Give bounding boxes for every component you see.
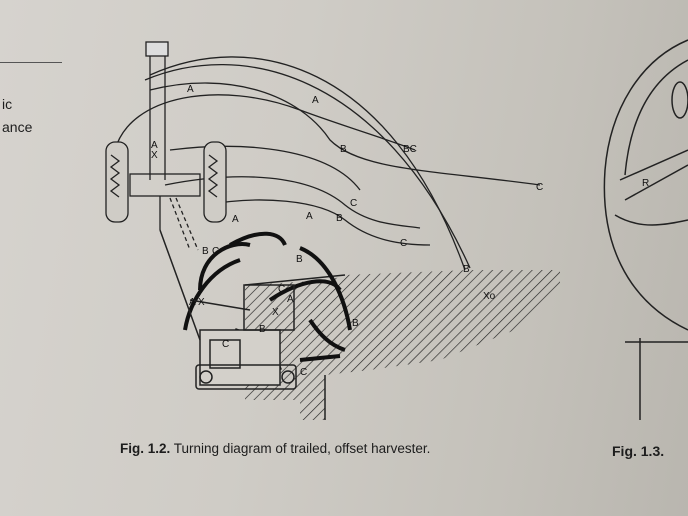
label-c-4: C: [212, 246, 219, 257]
label-b-4: B: [463, 264, 470, 275]
left-divider-line: [0, 62, 62, 63]
figure-label: Fig. 1.2.: [120, 441, 171, 456]
label-b-1: B: [340, 144, 347, 155]
figure-1-3-fragment: [603, 39, 688, 420]
label-r: R: [642, 178, 649, 189]
label-c-1: C: [350, 198, 357, 209]
label-a-5: A: [306, 211, 313, 222]
label-bc: BC: [403, 144, 417, 155]
label-c-6: C: [222, 339, 229, 350]
label-c-2: C: [536, 182, 543, 193]
label-a-4: A: [232, 214, 239, 225]
label-c-7: C: [300, 367, 307, 378]
label-x-2: X: [272, 307, 279, 318]
turning-arcs: [114, 56, 541, 271]
label-c-3: C: [400, 238, 407, 249]
label-x-1: X: [151, 150, 158, 161]
label-a-1: A: [187, 84, 194, 95]
harvester-path: [183, 231, 352, 371]
label-a-7: A: [189, 297, 196, 308]
label-b-2: B: [336, 213, 343, 224]
label-xo: Xo: [483, 291, 496, 302]
label-a-3: A: [151, 140, 158, 151]
label-x-3: X: [198, 297, 205, 308]
figure-caption: Fig. 1.2. Turning diagram of trailed, of…: [120, 441, 430, 456]
label-b-6: B: [259, 324, 266, 335]
tractor-top: [105, 41, 227, 251]
left-margin-text-2: ance: [2, 119, 33, 135]
label-c-5: C: [278, 284, 285, 295]
hatched-ground: [245, 270, 560, 420]
label-a-6: A: [287, 294, 294, 305]
label-b-7: B: [352, 318, 359, 329]
left-margin-text-1: ic: [2, 96, 13, 112]
figure-1-3-label: Fig. 1.3.: [612, 443, 665, 459]
harvester-body: [159, 229, 297, 390]
label-b-5: B: [296, 254, 303, 265]
label-a-2: A: [312, 95, 319, 106]
figure-caption-text: Turning diagram of trailed, offset harve…: [173, 441, 431, 456]
label-b-3: B: [202, 246, 209, 257]
